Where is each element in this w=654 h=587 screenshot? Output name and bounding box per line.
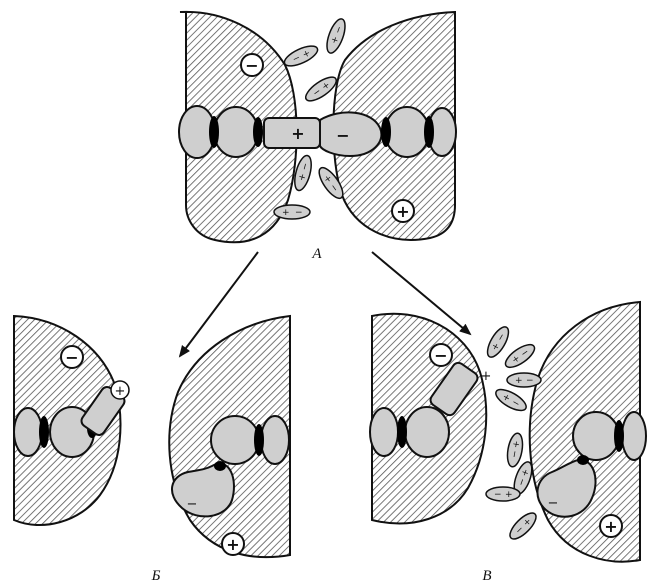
plus-sign: +: [115, 384, 126, 399]
minus-sign: −: [336, 126, 349, 145]
left-chain-a: [179, 106, 263, 158]
dipole: + −: [274, 205, 310, 219]
panel-a: + − − + + − − + − +: [179, 12, 456, 262]
minus-sign: −: [295, 208, 303, 218]
plus-sign: +: [505, 490, 513, 500]
dipole: − +: [505, 432, 525, 468]
minus-sign: −: [187, 497, 198, 512]
dipole: + −: [493, 385, 529, 414]
plus-sign: +: [396, 202, 409, 221]
dipole: − +: [486, 487, 520, 501]
dipole: + −: [323, 17, 348, 56]
plus-sign: +: [226, 535, 239, 554]
dipole: + −: [483, 324, 512, 360]
minus-sign: −: [526, 376, 534, 386]
panel-label-a: A: [311, 246, 322, 262]
dipole: − +: [282, 42, 321, 70]
plus-sign: +: [481, 369, 492, 384]
panel-label-b: Б: [151, 568, 161, 584]
plus-sign: +: [604, 517, 617, 536]
dipole: + −: [502, 341, 538, 372]
connector-negative-a: [320, 112, 381, 156]
minus-sign: −: [245, 56, 258, 75]
minus-sign: −: [434, 346, 447, 365]
panel-label-c: В: [482, 568, 491, 584]
dipole: + −: [507, 373, 541, 387]
plus-sign: +: [291, 124, 304, 143]
plus-sign: +: [282, 208, 290, 218]
minus-sign: −: [494, 490, 502, 500]
plus-sign: +: [515, 376, 523, 386]
minus-sign: −: [65, 348, 78, 367]
panel-c: + − − + + − + − + − + −: [370, 302, 646, 584]
right-chain-a: [381, 107, 456, 157]
panel-b: + − − + Б: [14, 316, 290, 584]
dipole: − +: [506, 509, 540, 543]
minus-sign: −: [548, 496, 559, 511]
